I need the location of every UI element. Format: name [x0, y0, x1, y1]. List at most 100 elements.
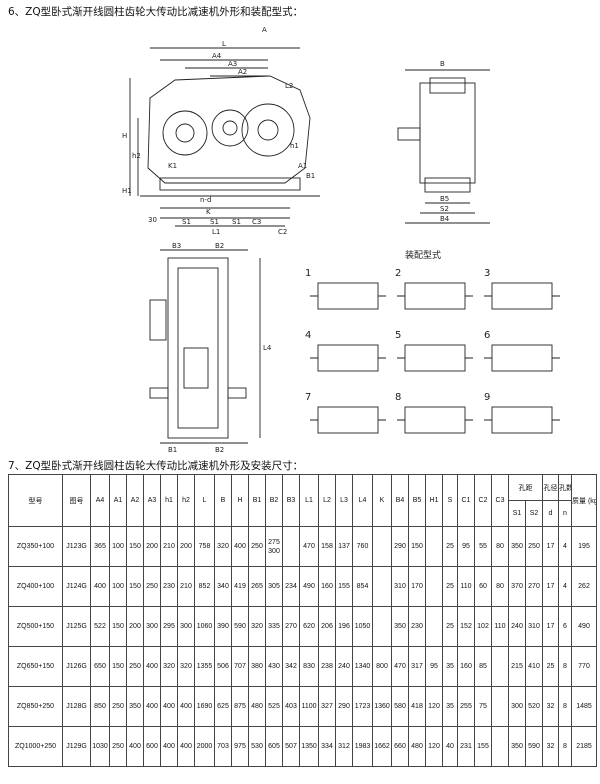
label-A4: A4	[212, 52, 222, 60]
table-cell: 334	[318, 726, 336, 767]
table-cell: 60	[474, 566, 492, 607]
table-cell	[491, 726, 509, 767]
table-cell: 1690	[194, 686, 215, 727]
table-cell: 25	[442, 606, 458, 647]
table-cell: 590	[525, 726, 543, 767]
table-cell: 120	[425, 726, 443, 767]
label-S2: S2	[440, 205, 449, 213]
table-cell: 875	[231, 686, 249, 727]
table-cell: 854	[352, 566, 373, 607]
table-cell: 150	[408, 526, 426, 567]
header-cell: C2	[474, 474, 492, 527]
table-cell: 335	[265, 606, 283, 647]
table-cell: 660	[391, 726, 409, 767]
table-cell: 770	[571, 646, 597, 687]
table-cell: 430	[265, 646, 283, 687]
table-cell: 1350	[299, 726, 319, 767]
label-S1b: S1	[210, 218, 219, 226]
table-cell: 290	[391, 526, 409, 567]
label-B: B	[440, 60, 445, 68]
table-cell: 320	[160, 646, 178, 687]
table-cell: 17	[542, 606, 559, 647]
table-cell: 310	[391, 566, 409, 607]
table-cell	[425, 606, 443, 647]
label-B2-top: B2	[215, 446, 224, 454]
table-cell: 340	[214, 566, 232, 607]
header-cell: B3	[282, 474, 300, 527]
table-cell: 250	[109, 726, 127, 767]
table-cell: 32	[542, 726, 559, 767]
table-cell: J123G	[62, 526, 91, 567]
table-cell	[372, 606, 392, 647]
table-cell: J125G	[62, 606, 91, 647]
table-cell: 506	[214, 646, 232, 687]
table-cell: 300	[508, 686, 526, 727]
table-cell: 8	[558, 646, 572, 687]
label-B3: B3	[172, 242, 181, 250]
assembly-num-4: 4	[305, 330, 311, 341]
table-cell: 40	[442, 726, 458, 767]
table-cell: 196	[335, 606, 353, 647]
table-cell: 312	[335, 726, 353, 767]
header-cell: L4	[352, 474, 373, 527]
table-cell: 290	[335, 686, 353, 727]
label-L4: L4	[263, 344, 272, 352]
table-cell: 310	[525, 606, 543, 647]
table-cell	[491, 646, 509, 687]
assembly-forms	[310, 282, 560, 434]
table-cell: 231	[457, 726, 475, 767]
table-cell: 850	[90, 686, 110, 727]
table-cell: 17	[542, 566, 559, 607]
table-cell: 1983	[352, 726, 373, 767]
label-A: A	[262, 26, 267, 34]
table-cell: 55	[474, 526, 492, 567]
table-cell: 95	[457, 526, 475, 567]
table-cell: 4	[558, 566, 572, 607]
header-cell: h1	[160, 474, 178, 527]
header-cell: A1	[109, 474, 127, 527]
front-view	[397, 69, 490, 224]
table-cell: 102	[474, 606, 492, 647]
table-cell: ZQ400+100	[8, 566, 63, 607]
table-cell: 270	[282, 606, 300, 647]
label-L: L	[222, 40, 226, 48]
table-cell: 6	[558, 606, 572, 647]
table-cell: 400	[143, 646, 161, 687]
table-cell: 155	[335, 566, 353, 607]
table-cell: ZQ850+250	[8, 686, 63, 727]
table-cell: 403	[282, 686, 300, 727]
table-cell: 470	[299, 526, 319, 567]
table-cell: 1030	[90, 726, 110, 767]
table-cell: 852	[194, 566, 215, 607]
label-S1a: S1	[182, 218, 191, 226]
table-cell: 800	[372, 646, 392, 687]
table-cell: 1060	[194, 606, 215, 647]
label-H: H	[122, 132, 127, 140]
table-cell: 25	[442, 566, 458, 607]
table-cell: 320	[248, 606, 266, 647]
table-cell: 522	[90, 606, 110, 647]
table-cell: 400	[90, 566, 110, 607]
table-cell: 350	[508, 526, 526, 567]
table-cell: 85	[474, 646, 492, 687]
table-cell: 1355	[194, 646, 215, 687]
label-S1c: S1	[232, 218, 241, 226]
label-30: 30	[148, 216, 157, 224]
table-cell: 400	[160, 686, 178, 727]
table-cell: 230	[160, 566, 178, 607]
table-cell: ZQ350+100	[8, 526, 63, 567]
table-cell: 210	[160, 526, 178, 567]
header-cell: 图号	[62, 474, 91, 527]
table-cell: 155	[474, 726, 492, 767]
table-cell: 100	[109, 526, 127, 567]
header-cell: S	[442, 474, 458, 527]
table-cell: 17	[542, 526, 559, 567]
table-cell: 265	[248, 566, 266, 607]
header-cell: 型号	[8, 474, 63, 527]
table-cell: 520	[525, 686, 543, 727]
label-A1: A1	[298, 162, 307, 170]
table-cell: 250	[248, 526, 266, 567]
